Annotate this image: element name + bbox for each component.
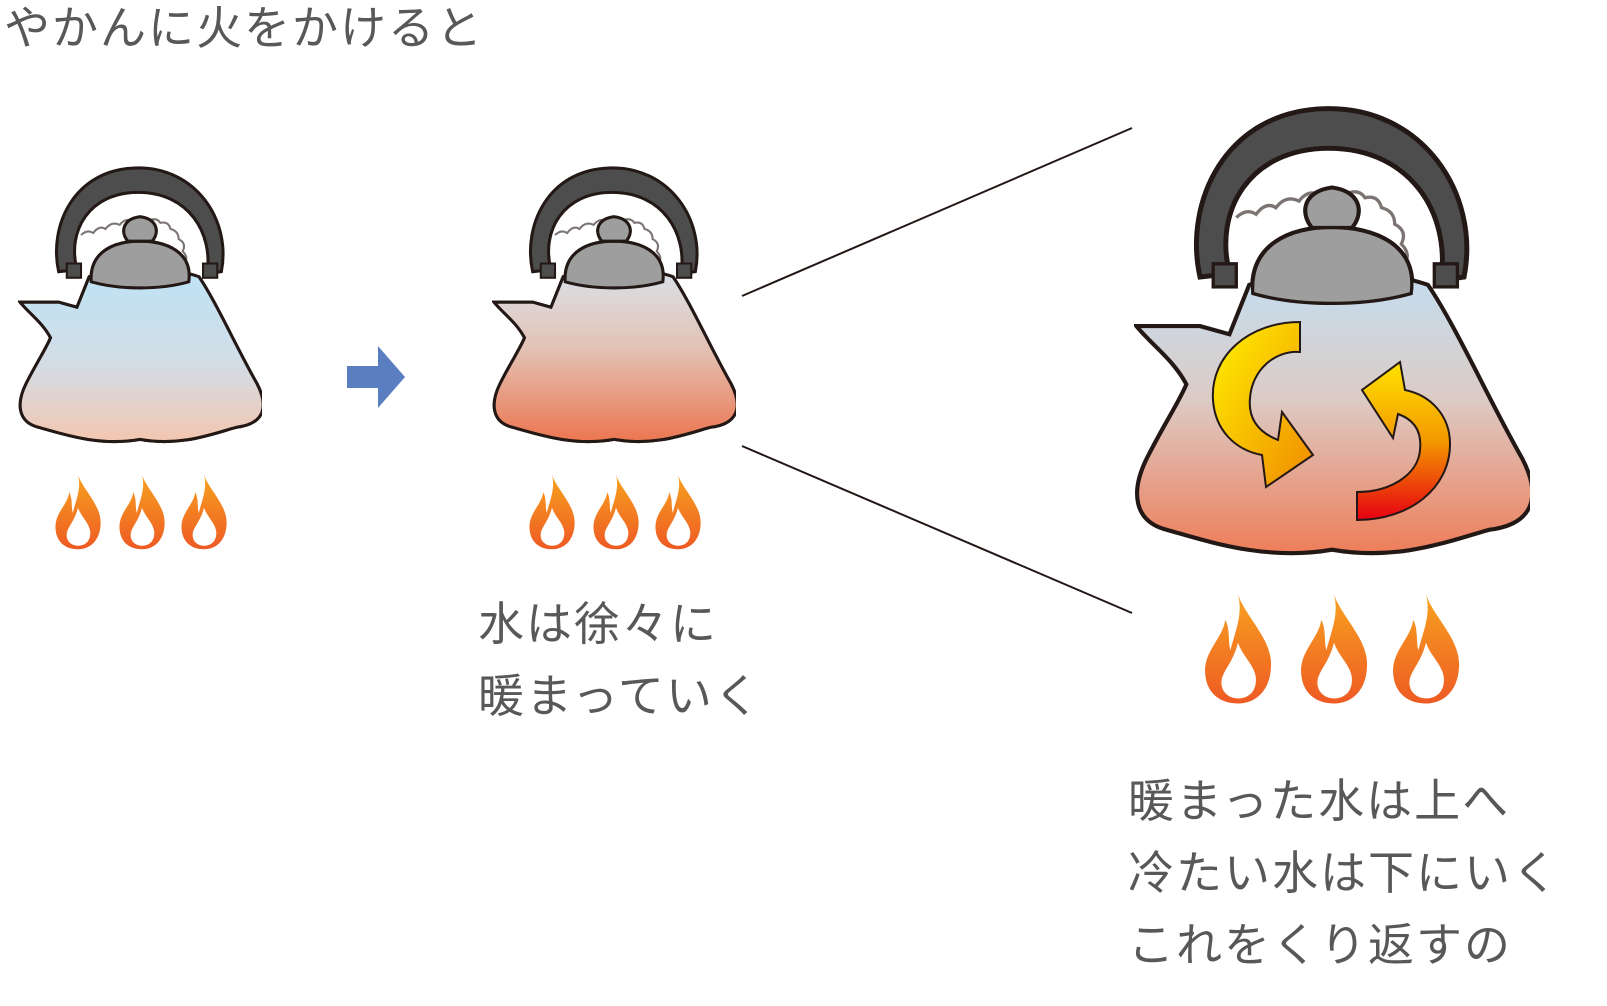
flame-icon (119, 474, 165, 550)
caption-line: 冷たい水は下にいく (1128, 846, 1560, 900)
caption-warming: 水は徐々に 暖まっていく (478, 588, 762, 732)
flame-icon (655, 474, 701, 550)
caption-line: 水は徐々に (478, 597, 718, 651)
zoom-line-bottom (741, 445, 1133, 614)
flame-icon (55, 474, 101, 550)
caption-line: これをくり返すの (1128, 918, 1512, 972)
flame-icon (1393, 594, 1460, 704)
caption-line: 暖まっていく (478, 669, 762, 723)
kettle-icon (1134, 109, 1530, 553)
page-title: やかんに火をかけると (4, 1, 484, 55)
circulation-arrow-icon (1211, 320, 1315, 489)
flame-icon (181, 474, 227, 550)
arrow-right-icon (347, 346, 405, 408)
caption-convection: 暖まった水は上へ 冷たい水は下にいく これをくり返すの (1128, 765, 1560, 981)
zoom-line-top (741, 127, 1133, 297)
kettle-icon (492, 166, 736, 444)
flame-icon (593, 474, 639, 550)
kettle-cold-overlay (18, 215, 262, 444)
flame-icon (1205, 594, 1272, 704)
circulation-arrow-icon (1356, 360, 1452, 522)
flame-icon (1301, 594, 1368, 704)
flame-icon (529, 474, 575, 550)
caption-line: 暖まった水は上へ (1128, 774, 1511, 828)
